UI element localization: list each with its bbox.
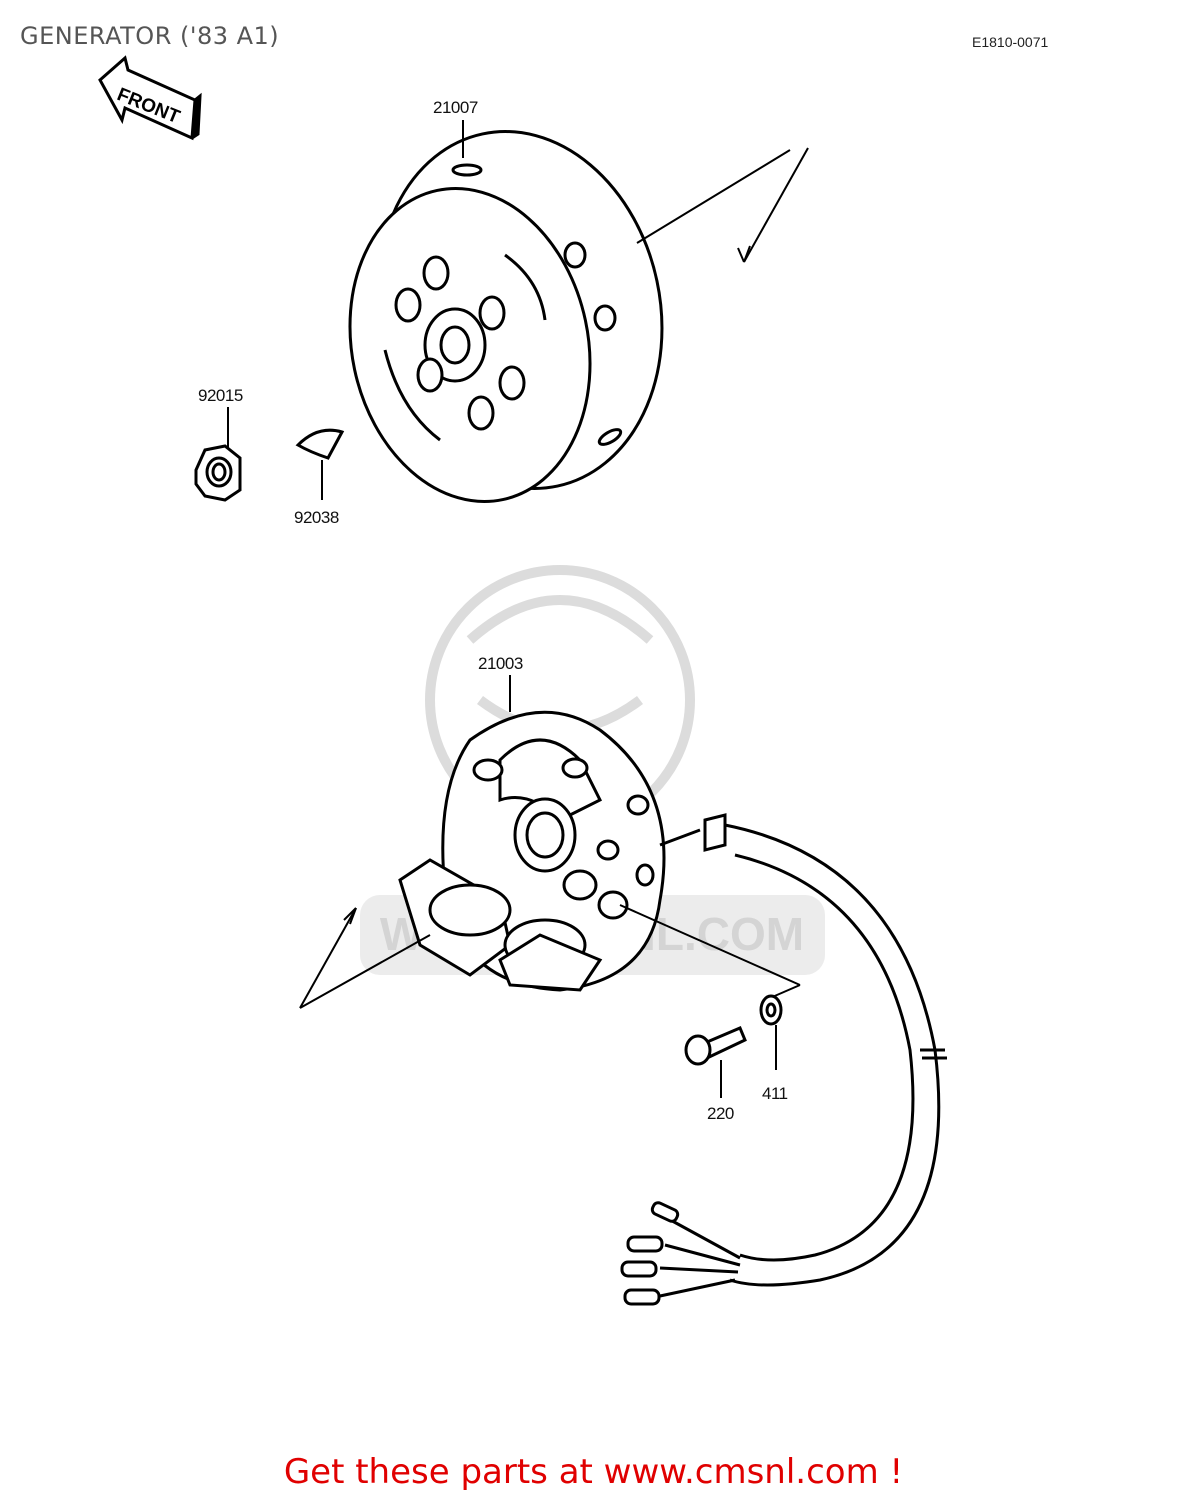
front-arrow bbox=[98, 55, 202, 141]
flywheel-drawing bbox=[348, 130, 664, 503]
screw-drawing bbox=[684, 1026, 747, 1066]
stator-drawing bbox=[398, 710, 666, 992]
part-label-21003[interactable]: 21003 bbox=[478, 654, 523, 673]
washer-drawing bbox=[759, 994, 783, 1026]
stator-assembly-arrow bbox=[299, 907, 431, 1009]
part-label-92015[interactable]: 92015 bbox=[198, 386, 243, 405]
flywheel-assembly-arrow bbox=[636, 147, 809, 263]
part-label-411[interactable]: 411 bbox=[762, 1084, 788, 1103]
part-label-92038[interactable]: 92038 bbox=[294, 508, 339, 527]
footer-link[interactable]: Get these parts at www.cmsnl.com ! bbox=[283, 1452, 904, 1492]
key-drawing bbox=[295, 428, 345, 460]
wire-harness bbox=[620, 813, 947, 1306]
diagram-code: E1810-0071 bbox=[972, 34, 1049, 50]
page-title: GENERATOR ('83 A1) bbox=[20, 22, 280, 50]
nut-drawing bbox=[194, 444, 242, 502]
part-label-220[interactable]: 220 bbox=[707, 1104, 734, 1123]
part-label-21007[interactable]: 21007 bbox=[433, 98, 478, 117]
